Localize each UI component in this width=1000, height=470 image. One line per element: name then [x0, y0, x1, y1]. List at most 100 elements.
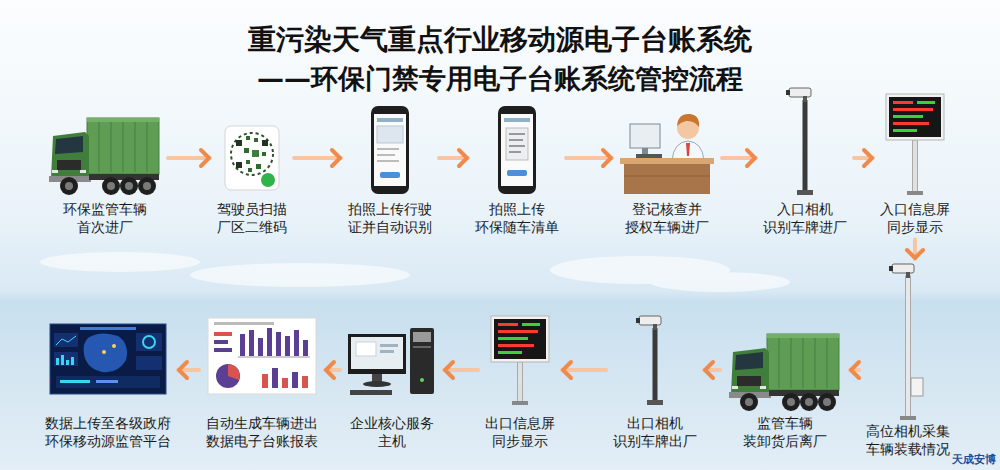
flow-arrow — [704, 368, 720, 372]
report-icon-part — [303, 340, 308, 356]
flow-arrow — [325, 368, 340, 372]
report-icon-part — [302, 376, 308, 388]
phone-icon-part — [506, 128, 528, 160]
info-screen-icon-part — [491, 316, 549, 362]
dashboard-icon-part — [56, 376, 160, 388]
server-icon-part — [363, 381, 391, 387]
step-caption: 数据上传至各级政府 环保移动源监管平台 — [45, 414, 171, 450]
flow-arrow — [854, 156, 873, 160]
server-icon-part — [410, 328, 434, 394]
dashboard-icon-part — [56, 336, 76, 345]
server-icon-part — [348, 334, 406, 374]
dashboard-icon-part — [50, 324, 166, 394]
phone-icon — [371, 106, 409, 194]
clerk-desk-icon-part — [686, 143, 690, 156]
step-caption: 高位相机采集 车辆装载情况 — [866, 422, 950, 458]
qr-code-icon-part — [231, 133, 273, 175]
high-camera-icon-part — [911, 378, 923, 396]
phone-icon-part — [509, 133, 525, 135]
info-screen-icon-part — [907, 191, 923, 195]
step-caption: 出口信息屏 同步显示 — [485, 414, 555, 450]
server-icon-part — [351, 337, 403, 369]
camera-pole-icon-part — [803, 100, 808, 192]
report-icon-part — [240, 334, 245, 356]
phone-icon-part — [498, 106, 536, 194]
step-caption: 监管车辆 装卸货后离厂 — [743, 414, 827, 450]
flow-arrow — [850, 368, 859, 372]
camera-pole-icon-part — [636, 316, 661, 330]
info-screen-icon-part — [886, 94, 944, 140]
dashboard-icon — [50, 324, 166, 394]
dashboard-icon-part — [66, 360, 69, 365]
server-icon — [348, 328, 434, 395]
phone-icon-part — [509, 151, 521, 153]
clerk-desk-icon-part — [630, 124, 660, 148]
phone-icon-part — [509, 145, 525, 147]
info-screen-icon-part — [518, 362, 523, 402]
flow-arrow — [722, 156, 756, 160]
report-icon-part — [228, 364, 240, 380]
clerk-desk-icon-part — [677, 114, 699, 127]
step-caption: 驾驶员扫描 厂区二维码 — [217, 200, 287, 236]
dashboard-icon-part — [102, 350, 106, 354]
clerk-desk-icon — [620, 114, 714, 194]
process-step: 拍照上传行驶 证并自动识别 — [345, 104, 435, 236]
report-icon-part — [258, 338, 263, 356]
qr-code-icon-part — [244, 148, 249, 153]
process-step: 自动生成车辆进出 数据电子台账报表 — [203, 316, 321, 450]
report-icon-part — [292, 372, 298, 388]
qr-code-icon-part — [246, 136, 250, 140]
qr-code-icon-part — [252, 150, 259, 157]
qr-code-icon-part — [262, 152, 266, 156]
report-icon-part — [267, 328, 272, 356]
dashboard-icon-part — [54, 352, 78, 366]
info-screen-icon — [886, 94, 944, 195]
flow-arrow — [444, 368, 478, 372]
dashboard-icon-part — [54, 333, 78, 347]
qr-code-icon-part — [225, 126, 279, 190]
step-caption: 自动生成车辆进出 数据电子台账报表 — [206, 414, 318, 450]
flow-arrow — [439, 156, 468, 160]
flow-arrow — [566, 156, 612, 160]
clerk-desk-icon-part — [636, 154, 662, 158]
process-step: 企业核心服务 主机 — [344, 324, 440, 450]
server-icon-part — [356, 342, 376, 356]
camera-pole-icon-part — [653, 328, 658, 402]
watermark: 天成安博 — [952, 453, 996, 466]
flow-arrow — [178, 368, 199, 372]
report-icon-part — [276, 332, 281, 356]
phone-icon-part — [377, 148, 399, 150]
process-step: 数据上传至各级政府 环保移动源监管平台 — [42, 320, 174, 450]
server-icon-part — [380, 350, 394, 353]
info-screen-icon — [491, 316, 549, 405]
phone-icon-part — [371, 106, 409, 194]
qr-code-icon-part — [262, 140, 268, 146]
camera-pole-icon — [636, 316, 663, 405]
step-caption: 入口相机 识别车牌进厂 — [763, 200, 847, 236]
qr-code-icon-part — [236, 140, 242, 146]
flow-arrow — [913, 239, 917, 259]
qr-code-icon-part — [256, 164, 261, 169]
phone-icon-part — [507, 170, 527, 176]
report-icon-part — [285, 336, 290, 356]
dashboard-icon-part — [56, 358, 59, 365]
phone-icon-part — [377, 118, 403, 122]
flow-arrow — [562, 368, 606, 372]
camera-pole-icon-part — [647, 400, 663, 405]
phone-icon — [498, 106, 536, 194]
step-caption: 出口相机 识别车牌出厂 — [613, 414, 697, 450]
server-icon-part — [413, 346, 431, 348]
high-camera-icon — [889, 264, 923, 420]
step-caption: 入口信息屏 同步显示 — [880, 200, 950, 236]
camera-pole-icon-part — [786, 88, 811, 102]
phone-icon-part — [501, 114, 533, 186]
dashboard-icon-part — [61, 355, 64, 365]
phone-icon-part — [377, 126, 403, 143]
high-camera-icon-part — [900, 416, 916, 420]
report-icon-part — [216, 364, 240, 388]
truck-icon — [49, 118, 159, 195]
qr-code-icon-part — [254, 138, 258, 142]
step-caption: 拍照上传行驶 证并自动识别 — [348, 200, 432, 236]
